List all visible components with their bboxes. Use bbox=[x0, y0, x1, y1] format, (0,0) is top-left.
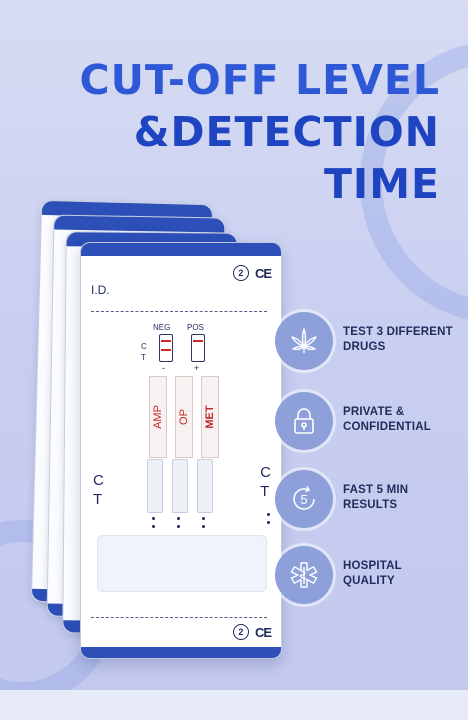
five-minute-timer-icon: 5 bbox=[275, 470, 333, 528]
legend-c-label: C bbox=[141, 342, 147, 351]
sample-dot bbox=[202, 525, 205, 528]
result-window-1 bbox=[147, 459, 163, 513]
timer-glyph: 5 bbox=[300, 492, 307, 507]
feature-fast-line-2: RESULTS bbox=[343, 499, 398, 511]
id-label: I.D. bbox=[91, 283, 110, 297]
sample-dot bbox=[202, 517, 205, 520]
feature-hospital-line-2: QUALITY bbox=[343, 575, 395, 587]
cassette-front: 2 CE I.D. NEG POS C T - bbox=[80, 242, 282, 659]
certification-marks-bottom: 2 CE bbox=[232, 624, 272, 640]
cassette-top-band bbox=[81, 243, 281, 256]
plus-symbol: + bbox=[194, 363, 200, 373]
result-t-label-left: T bbox=[93, 491, 103, 508]
feature-hospital: HOSPITAL QUALITY bbox=[275, 546, 460, 606]
feature-drugs-text: TEST 3 DIFFERENT DRUGS bbox=[343, 325, 461, 355]
feature-private-line-1: PRIVATE & bbox=[343, 406, 405, 418]
strip-label-amp: AMP bbox=[152, 405, 164, 429]
feature-drugs: TEST 3 DIFFERENT DRUGS bbox=[275, 312, 460, 372]
ce-mark: CE bbox=[254, 265, 272, 281]
neg-label: NEG bbox=[153, 323, 171, 332]
strip-label-met: MET bbox=[204, 405, 216, 429]
ce-mark: CE bbox=[254, 624, 272, 640]
pos-example-window bbox=[191, 334, 205, 362]
test-cassette-stack: 2 CE I.D. NEG POS C T - bbox=[30, 199, 282, 670]
do-not-reuse-icon: 2 bbox=[232, 624, 249, 640]
cassette-bottom-band bbox=[81, 647, 281, 658]
neg-example-window bbox=[159, 334, 173, 362]
feature-drugs-line-2: DRUGS bbox=[343, 341, 386, 353]
bottom-band bbox=[0, 690, 468, 720]
headline-line-2: &DETECTION TIME bbox=[133, 108, 440, 208]
legend-t-label: T bbox=[141, 353, 146, 362]
feature-private-text: PRIVATE & CONFIDENTIAL bbox=[343, 405, 461, 435]
sample-dot bbox=[152, 517, 155, 520]
minus-symbol: - bbox=[162, 363, 165, 373]
result-ct-left: C T bbox=[93, 471, 104, 509]
test-strip-met: MET bbox=[201, 376, 219, 458]
result-c-label-left: C bbox=[93, 472, 104, 489]
headline-line-1: CUT-OFF LEVEL bbox=[79, 56, 440, 104]
sample-dot bbox=[177, 517, 180, 520]
sample-dot bbox=[267, 513, 270, 516]
test-strip-amp: AMP bbox=[149, 376, 167, 458]
feature-private-line-2: CONFIDENTIAL bbox=[343, 421, 432, 433]
sample-dot bbox=[177, 525, 180, 528]
cassette-grip-area bbox=[97, 535, 267, 592]
do-not-reuse-icon: 2 bbox=[232, 265, 249, 281]
feature-fast-text: FAST 5 MIN RESULTS bbox=[343, 483, 461, 513]
medical-star-of-life-icon bbox=[275, 546, 333, 604]
bottom-dashed-line bbox=[91, 617, 267, 618]
certification-marks-top: 2 CE bbox=[232, 265, 272, 281]
result-c-label-right: C bbox=[260, 464, 271, 481]
feature-fast-line-1: FAST 5 MIN bbox=[343, 484, 409, 496]
pos-label: POS bbox=[187, 323, 204, 332]
feature-drugs-line-1: TEST 3 DIFFERENT bbox=[343, 326, 453, 338]
feature-fast: 5 FAST 5 MIN RESULTS bbox=[275, 470, 460, 530]
legend-ct: C T bbox=[141, 341, 147, 363]
result-t-label-right: T bbox=[260, 483, 270, 500]
sample-dot bbox=[152, 525, 155, 528]
feature-hospital-line-1: HOSPITAL bbox=[343, 560, 402, 572]
strip-label-op: OP bbox=[178, 409, 190, 425]
result-window-3 bbox=[197, 459, 213, 513]
sample-dot bbox=[267, 521, 270, 524]
test-strip-op: OP bbox=[175, 376, 193, 458]
id-dashed-line bbox=[91, 311, 267, 312]
feature-private: PRIVATE & CONFIDENTIAL bbox=[275, 392, 460, 452]
headline: CUT-OFF LEVEL &DETECTION TIME bbox=[20, 54, 440, 210]
result-ct-right: C T bbox=[260, 463, 271, 501]
feature-hospital-text: HOSPITAL QUALITY bbox=[343, 559, 461, 589]
padlock-icon bbox=[275, 392, 333, 450]
cannabis-leaf-icon bbox=[275, 312, 333, 370]
result-window-2 bbox=[172, 459, 188, 513]
